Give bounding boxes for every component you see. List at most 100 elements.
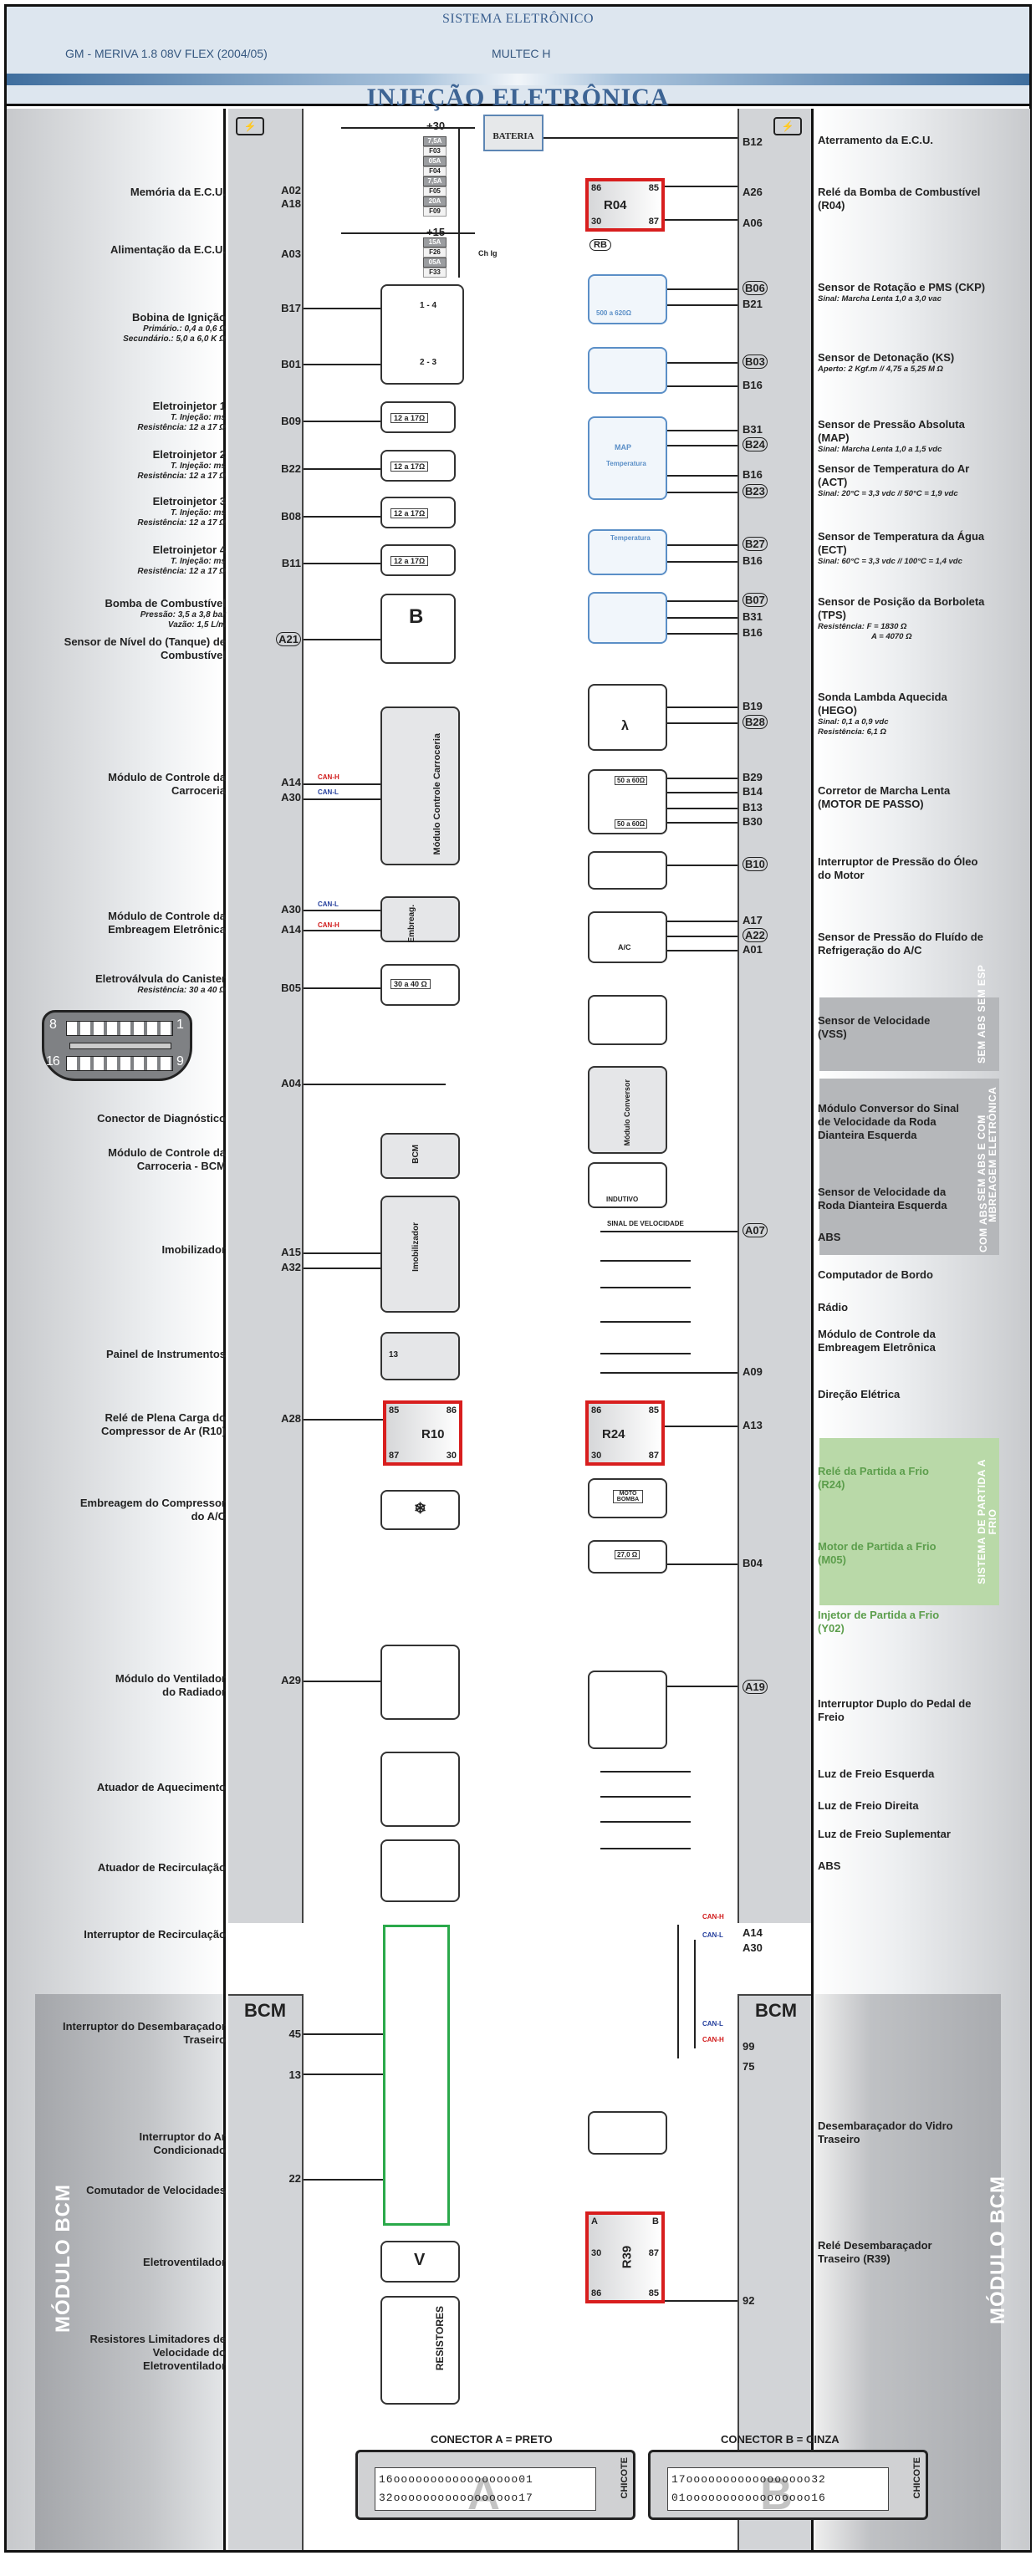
vehicle-model: GM - MERIVA 1.8 08V FLEX (2004/05): [65, 47, 268, 60]
wire: [667, 362, 737, 364]
bcm-module: BCM: [380, 1133, 460, 1179]
wire-can-l: [304, 798, 380, 800]
ecu-pin: B04: [743, 1557, 763, 1569]
label-ect: Sensor de Temperatura da Água (ECT)Sinal…: [818, 530, 985, 566]
knock-sensor: [588, 347, 667, 394]
rb-node: RB: [589, 239, 611, 251]
label-radiator-fan: Módulo do Ventilador do Radiador: [115, 1672, 226, 1698]
engine-ecu-icon: ⚡: [773, 117, 802, 135]
wire: [600, 1796, 691, 1798]
wire: [667, 544, 737, 546]
connector-a-title: CONECTOR A = PRETO: [431, 2433, 553, 2446]
ecu-pin: A18: [281, 197, 301, 210]
ecu-pin: B24: [743, 437, 768, 451]
can-h-label: CAN-H: [318, 773, 339, 781]
ecu-pin: A22: [743, 928, 768, 942]
ecu-pin: B01: [281, 358, 301, 370]
battery: BATERIA: [483, 115, 544, 151]
wire: [304, 421, 380, 422]
label-recirc-actuator: Atuador de Recirculação: [97, 1861, 226, 1874]
speed-signal-label: SINAL DE VELOCIDADE: [607, 1220, 684, 1227]
ecu-pin: A30: [281, 903, 301, 916]
wire: [667, 475, 737, 477]
wire: [665, 219, 737, 221]
wire: [600, 1848, 691, 1849]
label-iac: Corretor de Marcha Lenta (MOTOR DE PASSO…: [818, 784, 951, 810]
ecu-pin: A03: [281, 247, 301, 260]
wire-can: [677, 1925, 679, 2058]
ecu-pin: A04: [281, 1077, 301, 1089]
wire: [665, 1426, 737, 1427]
wire-ground: [544, 137, 737, 139]
relay-r24: 86 85 R24 30 87: [585, 1400, 665, 1466]
ecu-pin: B16: [743, 626, 763, 639]
can-h-label: CAN-H: [702, 1913, 724, 1921]
label-ecu-power: Alimentação da E.C.U.: [110, 243, 226, 256]
label-abs-1: ABS: [818, 1231, 841, 1243]
wire: [667, 600, 737, 602]
label-r39-relay: Relé Desembaraçador Traseiro (R39): [818, 2239, 932, 2265]
relay-r10: 85 86 R10 87 30: [383, 1400, 462, 1466]
wire: [600, 1287, 691, 1288]
label-cold-start-injector: Injetor de Partida a Frio (Y02): [818, 1609, 940, 1635]
rear-defroster-grid: [588, 2111, 667, 2155]
bcm-pin-strip-left: [228, 1994, 304, 2550]
tag-partida-frio: SISTEMA DE PARTIDA A FRIO: [976, 1459, 998, 1584]
connector-b-title: CONECTOR B = CINZA: [721, 2433, 840, 2446]
label-ac-pressure: Sensor de Pressão do Fluído de Refrigera…: [818, 931, 983, 956]
ecu-pin: B08: [281, 510, 301, 523]
bcm-pin: 99: [743, 2040, 755, 2053]
ignition-switch-label: Ch Ig: [478, 249, 498, 258]
idle-stepper-motor: 50 a 60Ω 50 a 60Ω: [588, 769, 667, 834]
recirc-actuator: [380, 1839, 460, 1902]
can-l-label: CAN-L: [702, 1931, 723, 1939]
tag-partida-frio-bg: [819, 1438, 999, 1605]
wire: [304, 1681, 380, 1682]
label-brake-light-left: Luz de Freio Esquerda: [818, 1767, 935, 1780]
wire: [304, 987, 380, 989]
wire-can: [694, 1940, 696, 2048]
bcm-pin: 13: [288, 2068, 301, 2081]
header-band: [7, 74, 1029, 85]
label-clutch-module: Módulo de Controle da Embreagem Eletrôni…: [108, 910, 226, 936]
ecu-pin: B16: [743, 554, 763, 567]
label-body-control: Módulo de Controle da Carroceria: [108, 771, 226, 797]
lambda-sensor: λ: [588, 684, 667, 751]
wire: [304, 930, 380, 931]
header-banner: SISTEMA ELETRÔNICO GM - MERIVA 1.8 08V F…: [4, 4, 1032, 111]
ecu-pin: B05: [281, 982, 301, 994]
label-vss: Sensor de Velocidade (VSS): [818, 1014, 931, 1040]
ecu-pin: B16: [743, 379, 763, 391]
map-act-sensor: MAP Temperatura: [588, 416, 667, 500]
terminal-15: +15: [426, 226, 445, 238]
ecu-pin: B06: [743, 281, 768, 295]
label-clutch-module-r: Módulo de Controle da Embreagem Eletrôni…: [818, 1328, 936, 1354]
wire: [667, 778, 737, 779]
ecu-pin: B17: [281, 302, 301, 314]
wire: [341, 127, 475, 129]
bcm-pin: 92: [743, 2294, 755, 2307]
brake-pedal-switch: [588, 1671, 667, 1749]
tag-sem-abs-esp: SEM ABS SEM ESP: [976, 964, 988, 1064]
wire: [667, 722, 737, 724]
wire: [600, 1321, 691, 1323]
wire: [304, 308, 380, 309]
can-l-label: CAN-L: [318, 900, 339, 908]
instrument-panel: 13: [380, 1332, 460, 1380]
ecu-pin: B28: [743, 715, 768, 729]
label-tps: Sensor de Posição da Borboleta (TPS)Resi…: [818, 595, 985, 641]
connector-a: A 16ooooooooooooooooo01 32oooooooooooooo…: [355, 2450, 635, 2520]
ecu-pin: A06: [743, 217, 763, 229]
wire: [600, 1771, 691, 1773]
label-r04-relay: Relé da Bomba de Combustível (R04): [818, 186, 981, 212]
wire: [304, 2074, 383, 2075]
label-act: Sensor de Temperatura do Ar (ACT)Sinal: …: [818, 462, 970, 498]
clutch-module: Embreag.: [380, 896, 460, 943]
cold-start-injector: 27,0 Ω: [588, 1540, 667, 1574]
wire: [667, 430, 737, 431]
